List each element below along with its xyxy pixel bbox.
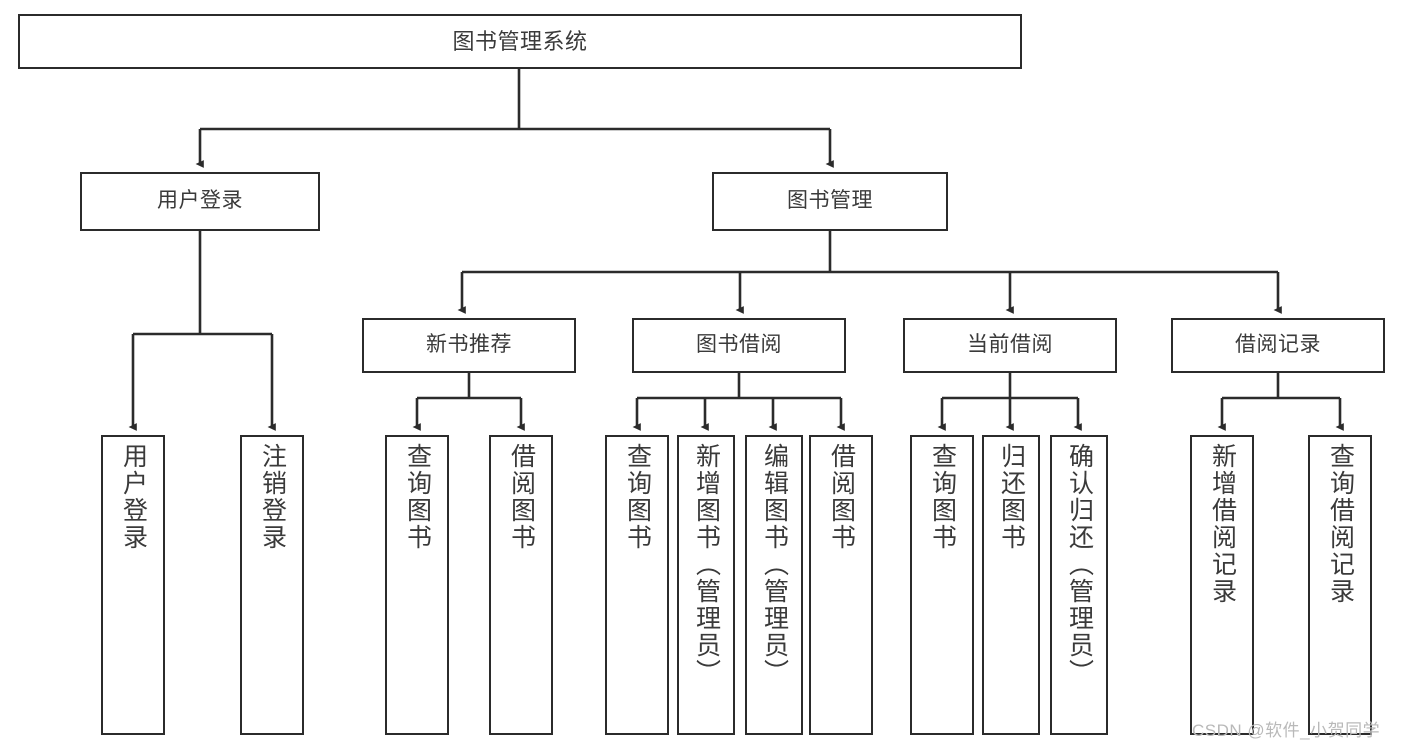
node-label: 确认归还（管理员） xyxy=(1065,443,1094,686)
node-current-borrow[interactable]: 当前借阅 xyxy=(903,318,1117,373)
node-label: 新增借阅记录 xyxy=(1208,443,1237,605)
node-label: 查询图书 xyxy=(403,443,432,551)
node-leaf-query-book-borrow[interactable]: 查询图书 xyxy=(605,435,669,735)
node-label: 用户登录 xyxy=(157,189,243,213)
node-leaf-borrow-book[interactable]: 借阅图书 xyxy=(809,435,873,735)
node-label: 查询图书 xyxy=(928,443,957,551)
node-label: 图书管理系统 xyxy=(452,28,588,54)
node-label: 图书借阅 xyxy=(696,333,782,357)
node-leaf-query-borrow-record[interactable]: 查询借阅记录 xyxy=(1308,435,1372,735)
node-label: 新书推荐 xyxy=(426,333,512,357)
node-label: 新增图书（管理员） xyxy=(692,443,721,686)
node-label: 借阅图书 xyxy=(507,443,536,551)
node-label: 借阅记录 xyxy=(1235,333,1321,357)
node-label: 编辑图书（管理员） xyxy=(760,443,789,686)
node-leaf-add-book-admin[interactable]: 新增图书（管理员） xyxy=(677,435,735,735)
node-label: 查询图书 xyxy=(623,443,652,551)
node-user-login[interactable]: 用户登录 xyxy=(80,172,320,231)
node-new-book-recommend[interactable]: 新书推荐 xyxy=(362,318,576,373)
node-leaf-borrow-book-recommend[interactable]: 借阅图书 xyxy=(489,435,553,735)
node-label: 当前借阅 xyxy=(967,333,1053,357)
node-leaf-add-borrow-record[interactable]: 新增借阅记录 xyxy=(1190,435,1254,735)
node-leaf-confirm-return-admin[interactable]: 确认归还（管理员） xyxy=(1050,435,1108,735)
node-borrow-record[interactable]: 借阅记录 xyxy=(1171,318,1385,373)
node-leaf-edit-book-admin[interactable]: 编辑图书（管理员） xyxy=(745,435,803,735)
node-leaf-user-login[interactable]: 用户登录 xyxy=(101,435,165,735)
node-book-borrow[interactable]: 图书借阅 xyxy=(632,318,846,373)
node-leaf-query-book-recommend[interactable]: 查询图书 xyxy=(385,435,449,735)
node-label: 用户登录 xyxy=(119,443,148,551)
node-leaf-query-book-current[interactable]: 查询图书 xyxy=(910,435,974,735)
node-leaf-return-book[interactable]: 归还图书 xyxy=(982,435,1040,735)
node-label: 图书管理 xyxy=(787,189,873,213)
node-label: 借阅图书 xyxy=(827,443,856,551)
node-label: 查询借阅记录 xyxy=(1326,443,1355,605)
node-label: 归还图书 xyxy=(997,443,1026,551)
node-root-book-management-system[interactable]: 图书管理系统 xyxy=(18,14,1022,69)
node-label: 注销登录 xyxy=(258,443,287,551)
node-leaf-logout-login[interactable]: 注销登录 xyxy=(240,435,304,735)
csdn-watermark: CSDN @软件_小贺同学 xyxy=(1192,721,1381,740)
node-book-management[interactable]: 图书管理 xyxy=(712,172,948,231)
